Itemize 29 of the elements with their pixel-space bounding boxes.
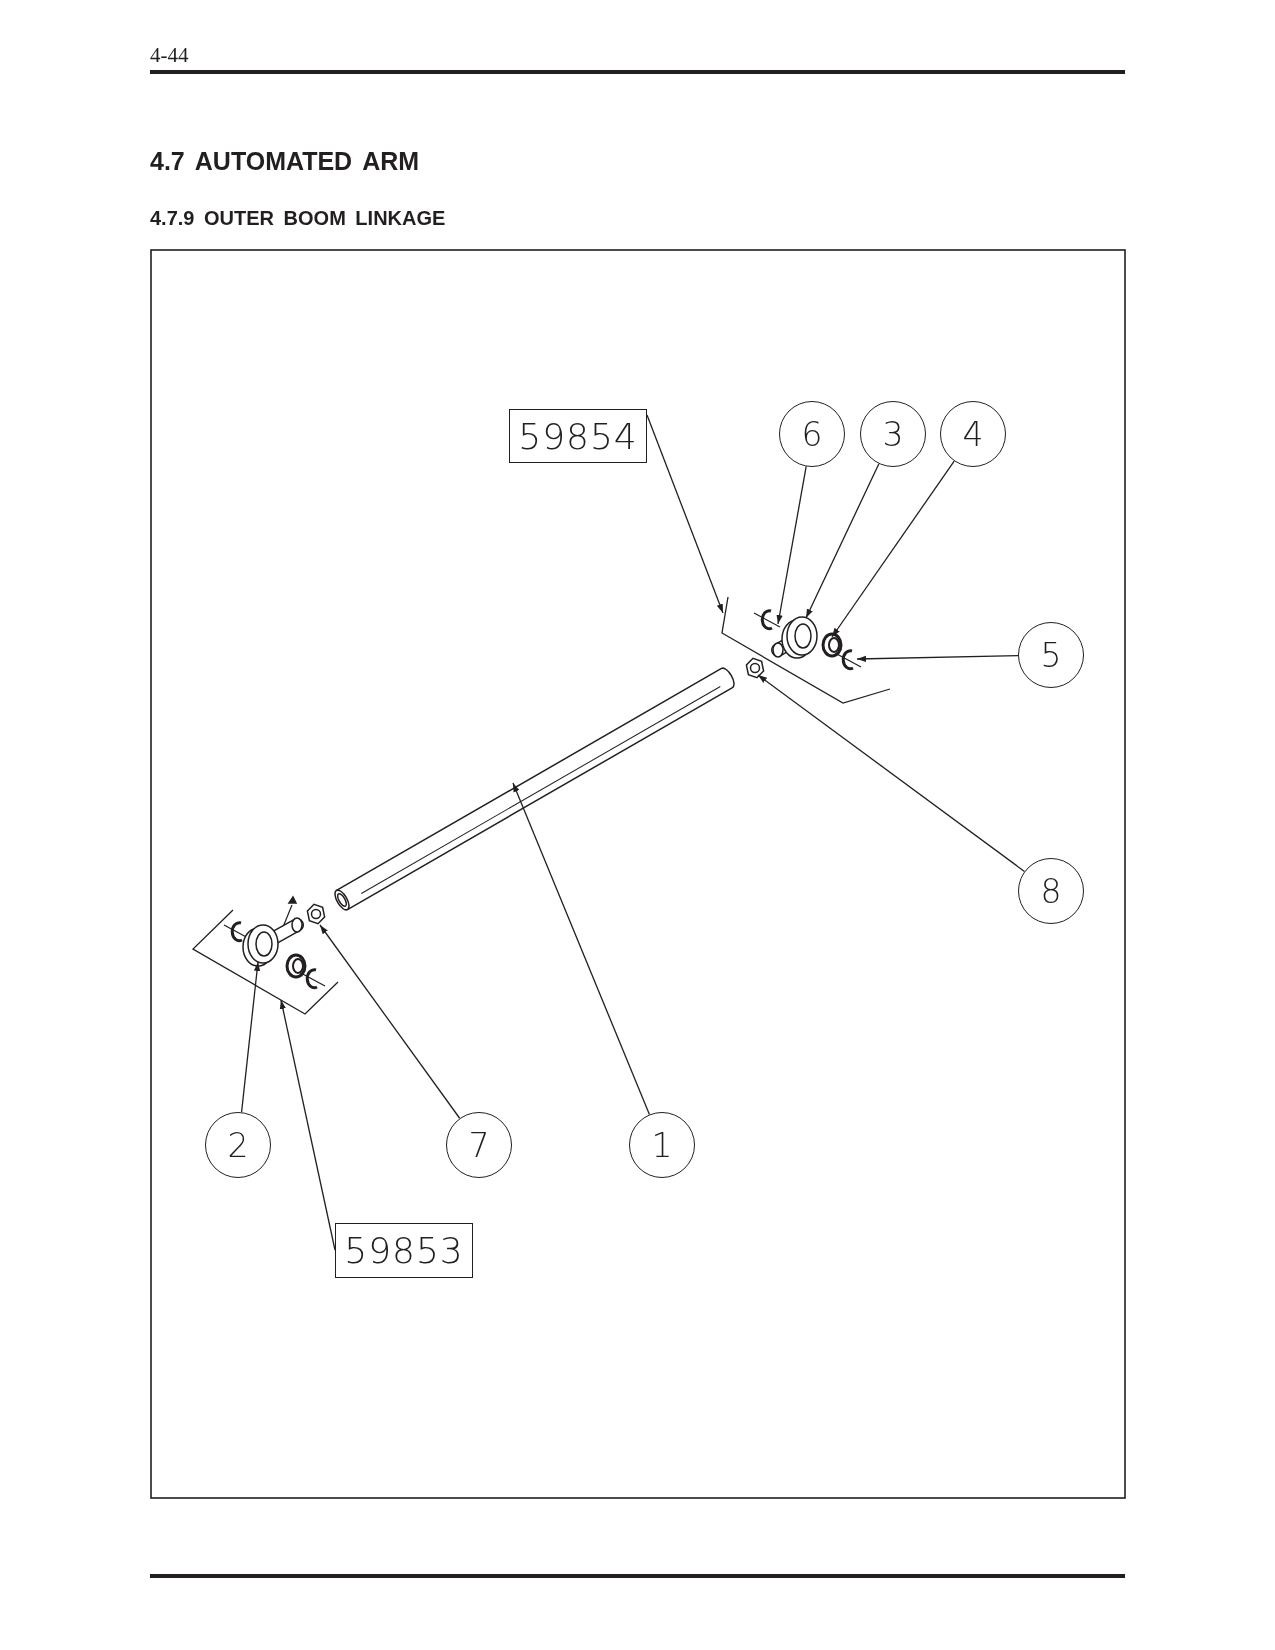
rod-end-drawing <box>242 895 304 967</box>
callout-number: 8 <box>1018 858 1084 924</box>
leader-line <box>856 655 1019 662</box>
leader-line <box>646 414 724 614</box>
callout-number: 2 <box>205 1112 271 1178</box>
group-bracket <box>191 909 339 1015</box>
callout-number: 1 <box>629 1112 695 1178</box>
section-heading: 4.7 AUTOMATED ARM <box>150 147 420 176</box>
leader-line <box>776 465 807 625</box>
leader-line <box>279 999 336 1251</box>
nut-drawing <box>306 903 326 925</box>
part-number: 59853 <box>335 1223 473 1278</box>
callout-number: 5 <box>1018 622 1084 688</box>
section-subheading: 4.7.9 OUTER BOOM LINKAGE <box>150 207 446 230</box>
page-number: 4-44 <box>150 43 189 68</box>
callout-number: 6 <box>779 401 845 467</box>
tube-drawing <box>334 667 735 911</box>
callout-number: 3 <box>860 401 926 467</box>
leader-line <box>831 460 955 638</box>
leader-line <box>805 463 880 619</box>
callout-number: 7 <box>446 1112 512 1178</box>
callout-number: 4 <box>940 401 1006 467</box>
leader-line <box>319 924 461 1119</box>
leader-line <box>757 674 1026 873</box>
group-bracket <box>721 596 891 704</box>
rod-end-drawing <box>771 616 818 659</box>
leader-line <box>240 961 261 1113</box>
part-number: 59854 <box>509 409 647 463</box>
leader-line <box>512 782 651 1116</box>
